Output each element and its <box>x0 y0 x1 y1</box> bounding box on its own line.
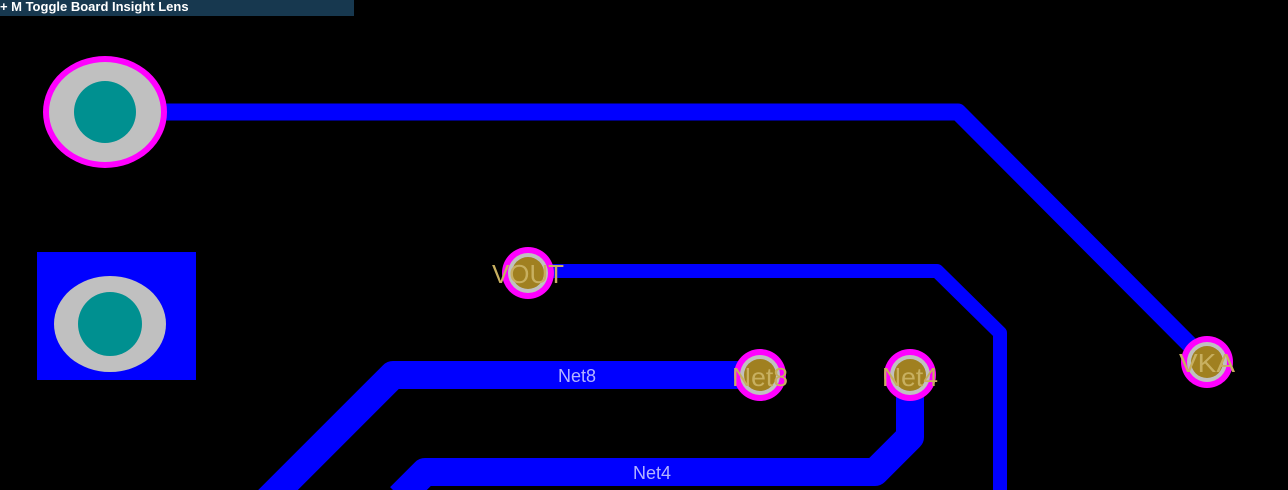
trace-vout[interactable] <box>548 264 1007 490</box>
trace-label-net8: Net8 <box>558 366 596 386</box>
pad-vka[interactable] <box>1181 336 1233 388</box>
pad-label-vout: VOUT <box>492 259 564 289</box>
trace-label-net4: Net4 <box>633 463 671 483</box>
pad-label-vka: VKA <box>1179 348 1236 378</box>
pad-net8[interactable] <box>734 349 786 401</box>
through-hole-pad-round[interactable] <box>43 56 167 168</box>
trace-net4[interactable] <box>390 378 924 490</box>
board-insight-hint-banner: t + M Toggle Board Insight Lens <box>0 0 354 16</box>
through-hole-pad-square[interactable] <box>37 252 196 380</box>
pad-vout[interactable] <box>502 247 554 299</box>
trace-top-vka[interactable] <box>151 103 1216 371</box>
pad-net4[interactable] <box>884 349 936 401</box>
trace-net8[interactable] <box>258 361 760 490</box>
pad-label-net8: Net8 <box>732 362 788 392</box>
hint-text: t + M Toggle Board Insight Lens <box>0 0 189 14</box>
pad-label-net4: Net4 <box>882 362 938 392</box>
